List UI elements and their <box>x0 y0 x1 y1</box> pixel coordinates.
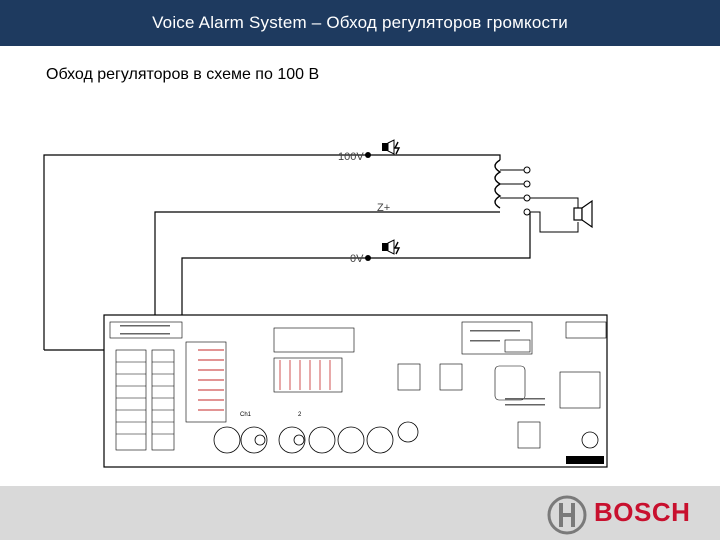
bosch-wordmark: BOSCH <box>594 497 691 527</box>
label-zplus: Z+ <box>377 202 390 214</box>
panel-label-ch2: 2 <box>298 412 302 418</box>
label-100v: 100V <box>338 151 364 163</box>
bypass-relay-icon-bottom <box>382 239 401 255</box>
label-0v: 0V <box>350 253 364 265</box>
amplifier-rear-panel: Ch1 2 <box>103 314 608 468</box>
wire-zplus <box>154 211 500 350</box>
slide-subtitle: Обход регуляторов в схеме по 100 В <box>46 66 320 83</box>
wiring-diagram: 100V Z+ 0V <box>43 139 608 468</box>
transformer-coil <box>494 159 502 209</box>
footer-bar <box>0 486 720 540</box>
slide-title: Voice Alarm System – Обход регуляторов г… <box>152 13 568 32</box>
wire-100v <box>43 154 368 350</box>
bypass-relay-icon-top <box>382 139 401 155</box>
panel-label-ch1: Ch1 <box>240 412 252 418</box>
title-bar: Voice Alarm System – Обход регуляторов г… <box>0 0 720 46</box>
bosch-armature-icon <box>547 495 587 535</box>
loudspeaker-icon <box>573 199 593 229</box>
